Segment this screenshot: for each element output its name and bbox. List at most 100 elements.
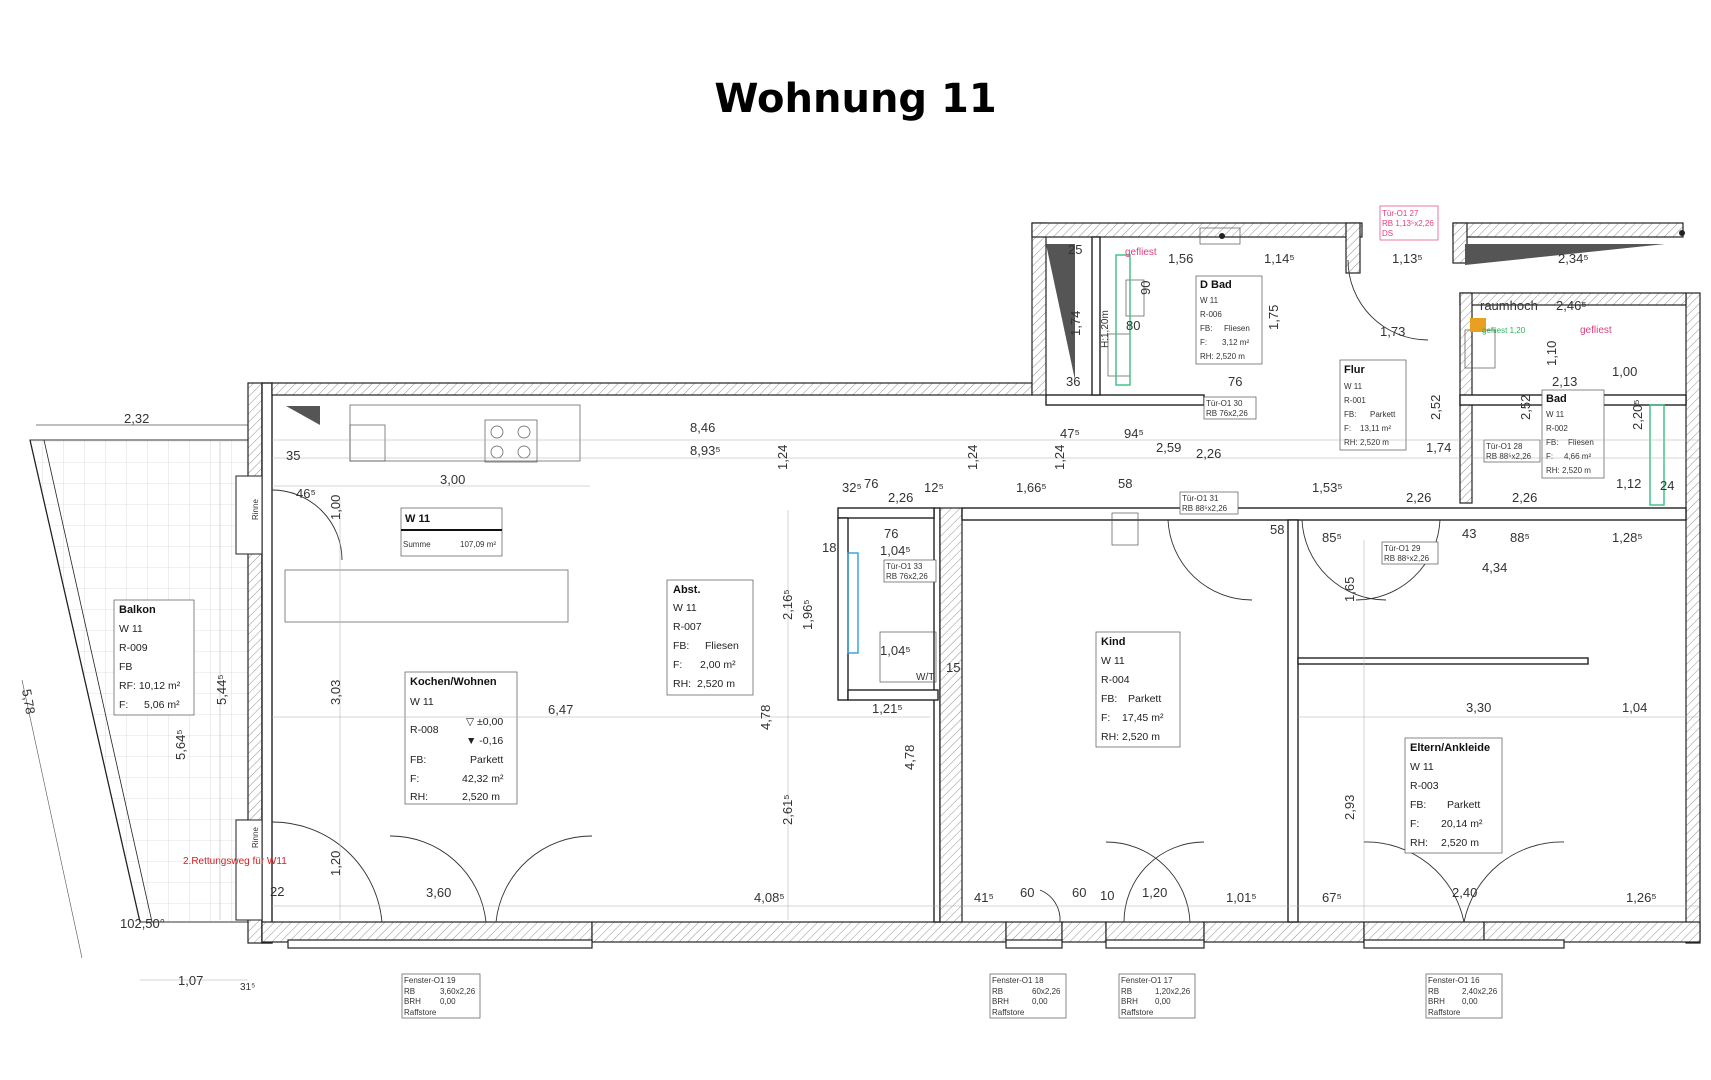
room-f-value: 13,11 m² xyxy=(1360,424,1391,433)
room-fb-label: FB xyxy=(119,661,132,673)
dim-110: 1,10 xyxy=(1544,341,1559,366)
dim-1045a: 1,04⁵ xyxy=(880,543,911,558)
dim-76b: 76 xyxy=(1228,374,1242,389)
dim-885: 88⁵ xyxy=(1510,530,1530,545)
annotations: 2.Rettungsweg für W11 gefliest gefliest … xyxy=(120,247,1612,931)
room-unit: W 11 xyxy=(1410,761,1434,773)
room-name: Balkon xyxy=(119,604,156,616)
room-id: R-004 xyxy=(1101,674,1130,686)
room-label-bad: Bad W 11 R-002 FB: Fliesen F: 4,66 m² RH… xyxy=(1541,389,1605,479)
room-id: R-009 xyxy=(119,642,148,654)
page-title: Wohnung 11 xyxy=(714,76,997,122)
dim-22: 22 xyxy=(270,884,284,899)
door-rb: RB 88⁵x2,26 xyxy=(1486,452,1532,461)
dim-478a: 4,78 xyxy=(758,705,773,730)
dim-415: 41⁵ xyxy=(974,890,994,905)
room-rh-label: RH: xyxy=(1200,352,1214,361)
room-unit: W 11 xyxy=(119,623,143,635)
gefliest-120-note: gefliest 1,20 xyxy=(1482,326,1526,335)
wt-label: W/T xyxy=(916,672,934,683)
room-fb-label: FB: xyxy=(410,754,426,766)
room-f-label: F: xyxy=(410,773,419,785)
dim-174a: 1,74 xyxy=(1068,311,1083,336)
window-name: Fenster-O1 19 xyxy=(404,976,456,985)
room-f-value: 20,14 m² xyxy=(1441,818,1483,830)
room-rh-value: 2,520 m xyxy=(697,678,735,690)
room-rh-label: RH: xyxy=(1410,837,1428,849)
door-name: Tür-O1 29 xyxy=(1384,544,1421,553)
room-f-value: 42,32 m² xyxy=(462,773,504,785)
room-fb-label: FB: xyxy=(673,640,689,652)
window-tag-19: Fenster-O1 19 RB 3,60x2,26 BRH 0,00 Raff… xyxy=(401,973,481,1019)
room-f-label: F: xyxy=(673,659,682,671)
dim-124b: 1,24 xyxy=(965,445,980,470)
dim-846: 8,46 xyxy=(690,420,715,435)
doors xyxy=(271,259,1565,923)
room-rh-label: RH: xyxy=(673,678,691,690)
dim-434: 4,34 xyxy=(1482,560,1507,575)
dim-10: 10 xyxy=(1100,888,1114,903)
dim-175: 1,75 xyxy=(1266,305,1281,330)
window-name: Fenster-O1 16 xyxy=(1428,976,1480,985)
dim-1145: 1,14⁵ xyxy=(1264,251,1295,266)
door-tag-28: Tür-O1 28 RB 88⁵x2,26 xyxy=(1483,439,1541,463)
window-brh-value: 0,00 xyxy=(1462,997,1478,1006)
window-rb-label: RB xyxy=(1121,987,1132,996)
dim-24: 24 xyxy=(1660,478,1674,493)
dim-300: 3,00 xyxy=(440,472,465,487)
room-level-2: ▼ -0,16 xyxy=(466,735,503,747)
door-tag-33: Tür-O1 33 RB 76x2,26 xyxy=(883,559,937,583)
dim-58a: 58 xyxy=(1118,476,1132,491)
room-rh-value: 2,520 m xyxy=(1441,837,1479,849)
dim-112: 1,12 xyxy=(1616,476,1641,491)
room-label-kind: Kind W 11 R-004 FB: Parkett F: 17,45 m² … xyxy=(1095,631,1181,748)
window-tag-17: Fenster-O1 17 RB 1,20x2,26 BRH 0,00 Raff… xyxy=(1118,973,1196,1019)
dim-5645: 5,64⁵ xyxy=(173,729,188,760)
room-name: Bad xyxy=(1546,393,1567,405)
room-name: Eltern/Ankleide xyxy=(1410,742,1490,754)
dim-475: 47⁵ xyxy=(1060,426,1080,441)
window-brh-label: BRH xyxy=(1121,997,1138,1006)
room-fb-value: Parkett xyxy=(470,754,503,766)
dim-173: 1,73 xyxy=(1380,324,1405,339)
dim-945: 94⁵ xyxy=(1124,426,1144,441)
window-rb-label: RB xyxy=(1428,987,1439,996)
door-name: Tür-O1 31 xyxy=(1182,494,1219,503)
dim-1665: 1,66⁵ xyxy=(1016,480,1047,495)
window-rb-label: RB xyxy=(404,987,415,996)
window-extra: Raffstore xyxy=(1121,1008,1154,1017)
room-fb-label: FB: xyxy=(1101,693,1117,705)
room-rf: RF: 10,12 m² xyxy=(119,680,181,692)
dim-465: 46⁵ xyxy=(296,486,316,501)
room-rh-label: RH: xyxy=(1101,731,1119,743)
dim-5445: 5,44⁵ xyxy=(214,674,229,705)
room-label-balkon: Balkon W 11 R-009 FB RF: 10,12 m² F: 5,0… xyxy=(113,599,195,716)
room-f-label: F: xyxy=(1546,452,1553,461)
room-rh-value: 2,520 m xyxy=(1122,731,1160,743)
dim-2345: 2,34⁵ xyxy=(1558,251,1589,266)
dim-43: 43 xyxy=(1462,526,1476,541)
room-fb-label: FB: xyxy=(1546,438,1558,447)
dim-578: 5,78 xyxy=(19,688,38,716)
dim-156: 1,56 xyxy=(1168,251,1193,266)
rinne-label-2: Rinne xyxy=(251,827,260,848)
dim-107: 1,07 xyxy=(178,973,203,988)
door-rb: RB 76x2,26 xyxy=(886,572,928,581)
dim-330: 3,30 xyxy=(1466,700,1491,715)
dim-124c: 1,24 xyxy=(1052,445,1067,470)
room-id: R-007 xyxy=(673,621,702,633)
room-f-value: 4,66 m² xyxy=(1564,452,1591,461)
room-id: R-003 xyxy=(1410,780,1439,792)
dim-478b: 4,78 xyxy=(902,745,917,770)
door-rb: RB 1,13⁵x2,26 xyxy=(1382,219,1434,228)
dim-240: 2,40 xyxy=(1452,885,1477,900)
room-f-label: F: xyxy=(119,699,128,711)
walls xyxy=(235,222,1701,949)
door-name: Tür-O1 30 xyxy=(1206,399,1243,408)
room-level-1: ▽ ±0,00 xyxy=(466,716,503,728)
room-name: Abst. xyxy=(673,584,701,596)
dim-647: 6,47 xyxy=(548,702,573,717)
window-brh-value: 0,00 xyxy=(440,997,456,1006)
dim-36: 36 xyxy=(1066,374,1080,389)
room-id: R-006 xyxy=(1200,310,1222,319)
